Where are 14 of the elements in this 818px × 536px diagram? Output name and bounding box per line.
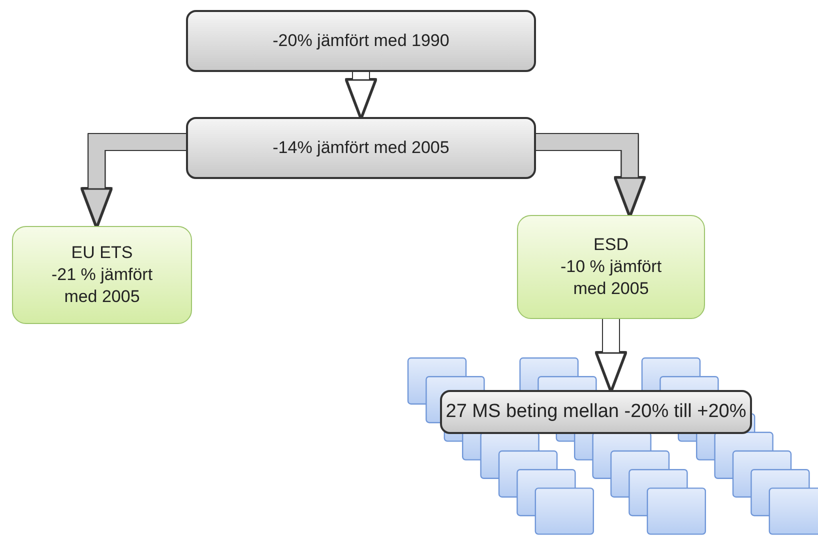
target-box [517,215,705,319]
goal-box [186,10,536,72]
box-heading: EU ETS [71,242,133,264]
target-box [12,226,192,324]
block-arrow [82,134,186,227]
box-text: -14% jämfört med 2005 [272,136,450,159]
box-text: -10 % jämfört med 2005 [559,256,663,300]
goal-box [440,390,752,434]
block-arrow [536,134,645,216]
box-text: -21 % jämfört med 2005 [50,264,154,308]
box-heading: ESD [594,234,628,256]
box-text: -20% jämfört med 1990 [272,30,450,52]
box-text: 27 MS beting mellan -20% till +20% [446,400,746,424]
goal-box [186,117,536,179]
